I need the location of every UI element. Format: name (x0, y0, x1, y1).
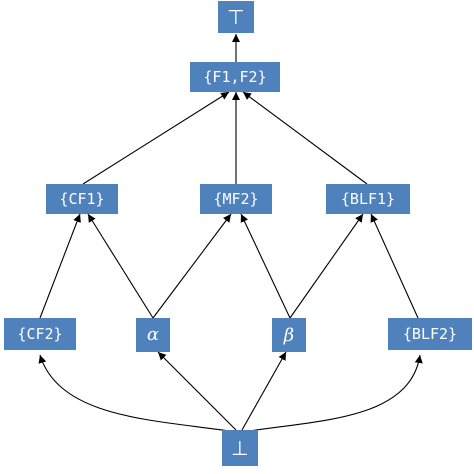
edge-alpha-to-mf2 (152, 213, 232, 319)
nodes-layer: ⊤ {F1,F2} {CF1} {MF2} {BLF1} {CF2} α β (4, 1, 472, 466)
node-bottom-label: ⊥ (231, 436, 248, 460)
edge-bottom-to-beta (241, 351, 287, 431)
node-top-label: ⊤ (227, 5, 244, 29)
node-mf2-label: {MF2} (213, 190, 258, 208)
edge-beta-to-mf2 (240, 213, 291, 319)
node-cf2: {CF2} (4, 318, 76, 350)
node-f1f2: {F1,F2} (190, 62, 280, 92)
node-beta-label: β (283, 325, 294, 346)
edge-bottom-to-blf2 (241, 354, 423, 433)
node-f1f2-label: {F1,F2} (203, 68, 266, 86)
edge-beta-to-blf1 (289, 213, 364, 319)
node-bottom: ⊥ (222, 430, 258, 466)
edge-bottom-to-alpha (157, 351, 237, 431)
edge-bottom-to-cf2 (38, 354, 237, 433)
node-mf2: {MF2} (200, 184, 272, 214)
node-blf1: {BLF1} (326, 184, 410, 214)
node-cf1: {CF1} (46, 184, 118, 214)
node-blf2-label: {BLF2} (403, 325, 457, 343)
node-alpha-label: α (147, 324, 159, 345)
edge-cf1-to-f1f2 (82, 91, 230, 185)
node-cf2-label: {CF2} (17, 325, 62, 343)
node-blf2: {BLF2} (388, 318, 472, 350)
edge-cf2-to-cf1 (39, 213, 81, 319)
edges-layer (38, 34, 423, 433)
node-cf1-label: {CF1} (59, 190, 104, 208)
edge-blf1-to-f1f2 (242, 91, 368, 185)
node-beta: β (272, 318, 306, 352)
node-top: ⊤ (218, 1, 254, 33)
edge-alpha-to-cf1 (87, 213, 154, 319)
node-alpha: α (136, 318, 170, 352)
edge-blf2-to-blf1 (370, 213, 419, 319)
node-blf1-label: {BLF1} (341, 190, 395, 208)
